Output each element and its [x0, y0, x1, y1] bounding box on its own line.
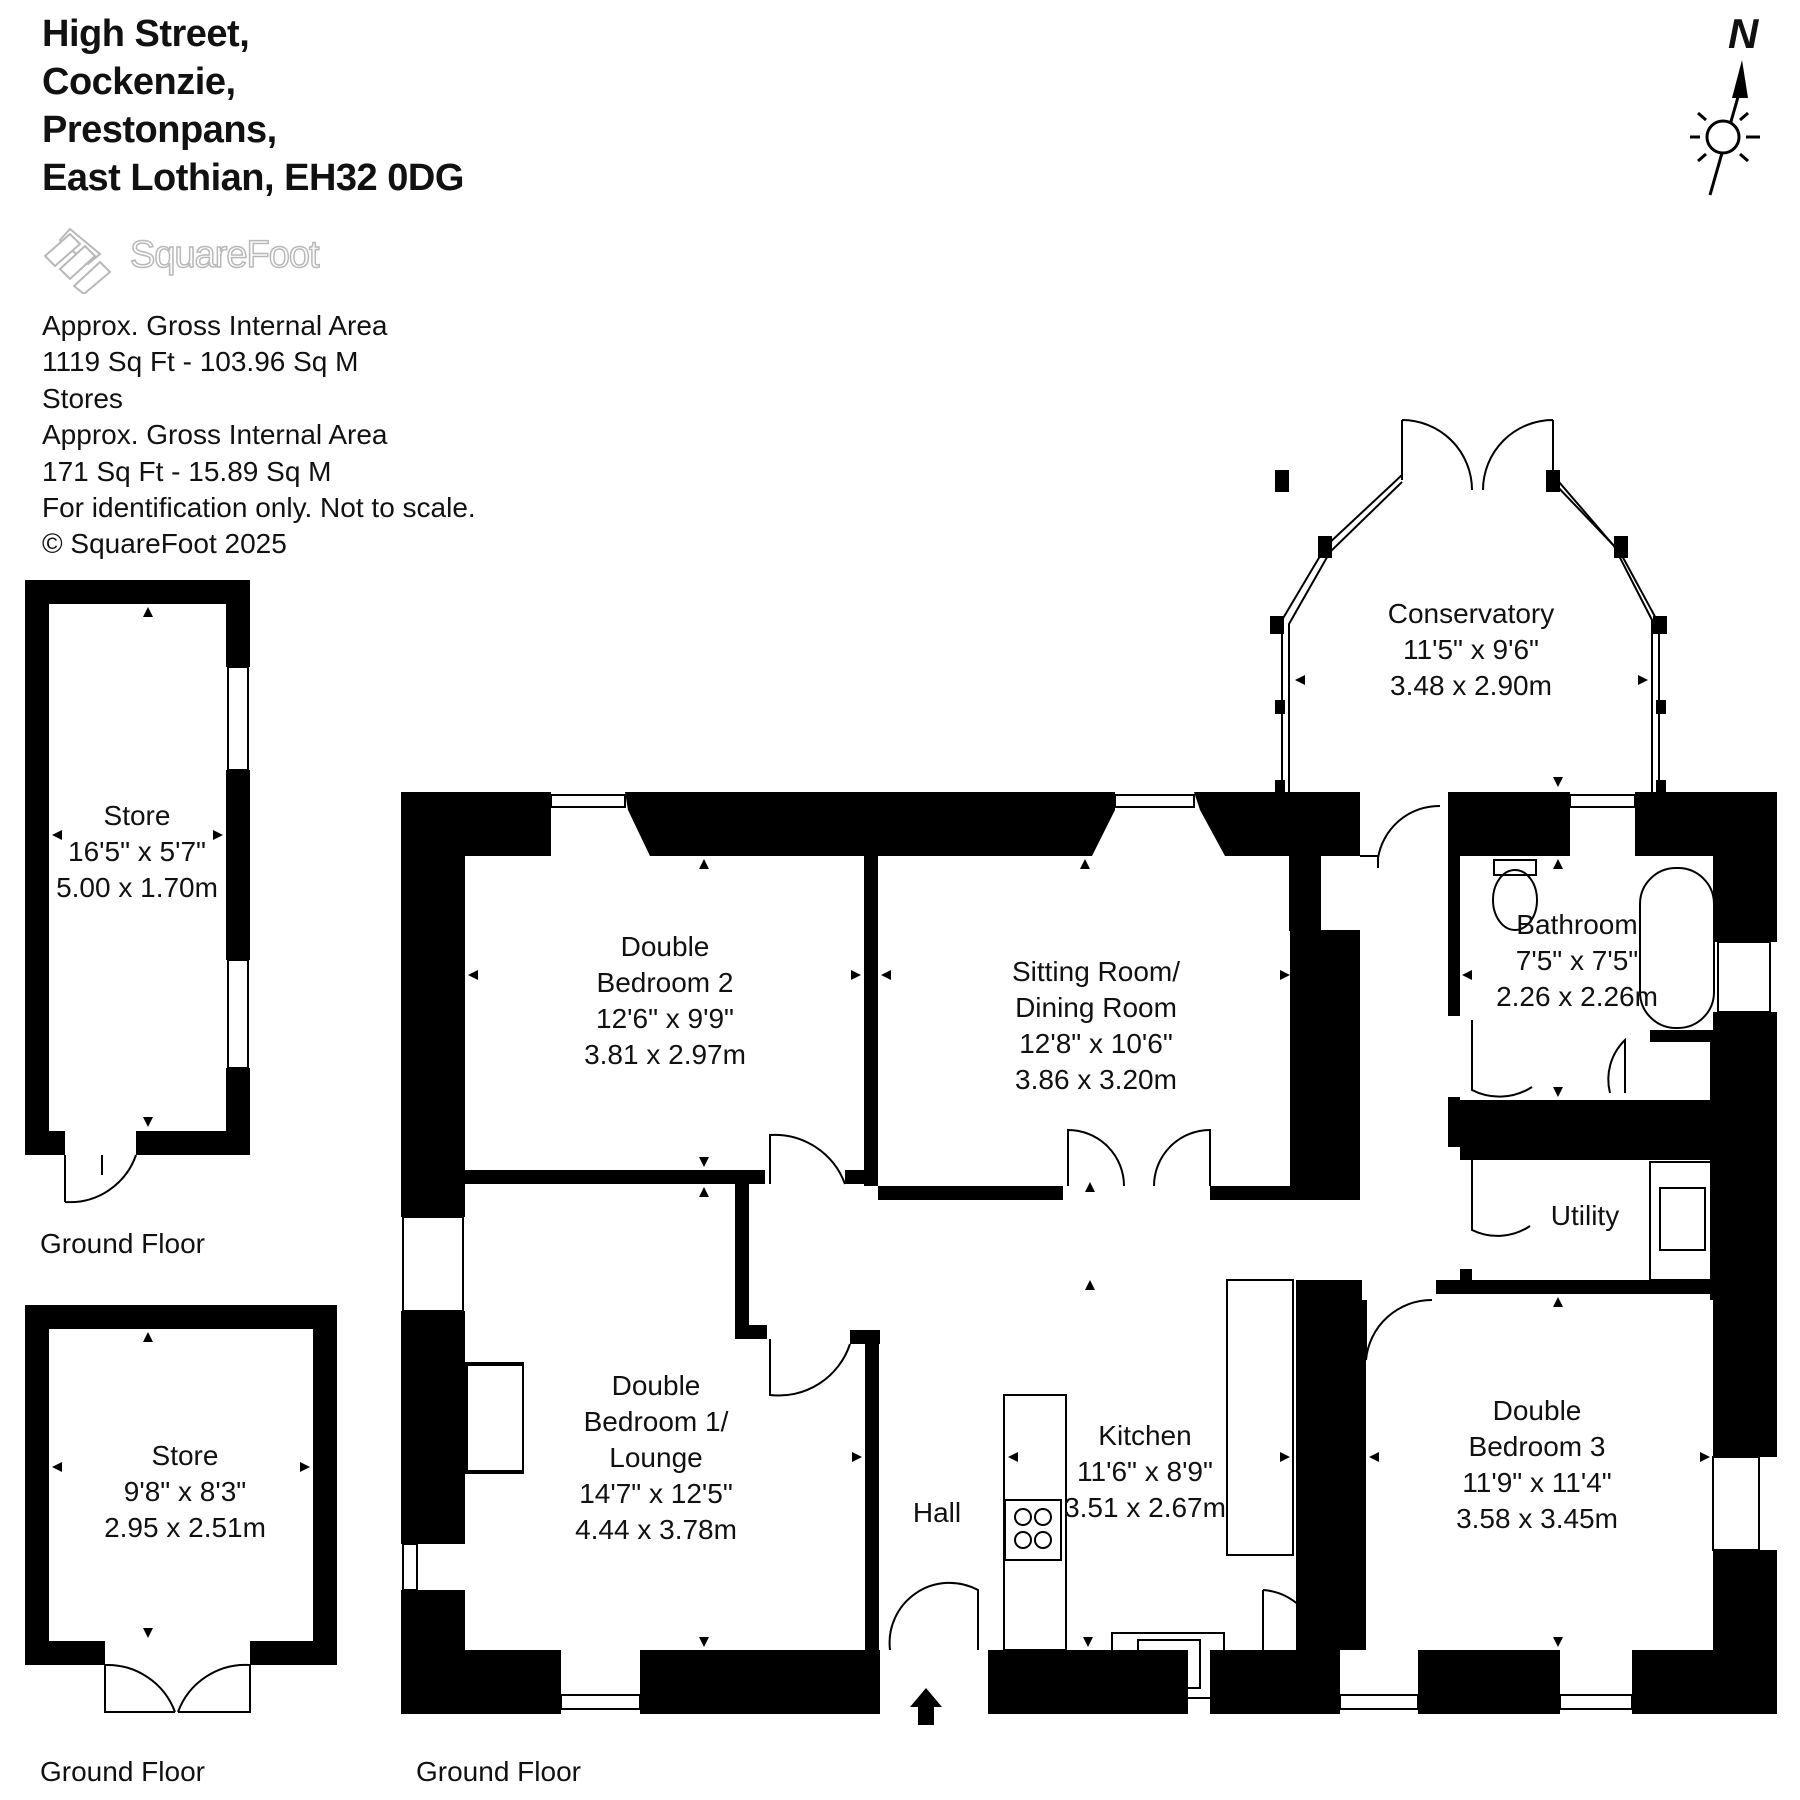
room-name-line-1: Double [620, 931, 710, 962]
address-line-4: East Lothian, EH32 0DG [42, 157, 464, 199]
area-info-line-7: © SquareFoot 2025 [42, 528, 287, 560]
logo-text: SquareFoot [129, 233, 320, 277]
property-address: High Street, Cockenzie, Prestonpans, Eas… [42, 10, 464, 202]
room-size-imperial: 12'6" x 9'9" [596, 1003, 734, 1034]
store-1-walls [25, 580, 250, 1155]
area-info-line-2: 1119 Sq Ft - 103.96 Sq M [42, 346, 359, 378]
room-size-imperial: 11'9" x 11'4" [1462, 1467, 1612, 1498]
room-name-line-2: Bedroom 2 [596, 967, 734, 998]
address-line-3: Prestonpans, [42, 109, 277, 151]
address-line-2: Cockenzie, [42, 61, 236, 103]
room-label-hall: Hall [913, 1495, 961, 1531]
area-info-line-1: Approx. Gross Internal Area [42, 310, 388, 341]
address-line-1: High Street, [42, 13, 250, 55]
room-name-line-3: Lounge [609, 1442, 703, 1473]
floor-label-store-2: Ground Floor [40, 1756, 205, 1787]
room-size-imperial: 11'6" x 8'9" [1077, 1456, 1213, 1487]
room-name: Utility [1550, 1200, 1620, 1231]
room-name-line-1: Double [611, 1370, 701, 1401]
room-label-double-bedroom-2: Double Bedroom 2 12'6" x 9'9" 3.81 x 2.9… [584, 929, 746, 1073]
main-walls [401, 792, 1777, 1714]
entrance-arrow-icon [918, 1707, 934, 1725]
area-info: Approx. Gross Internal Area 1119 Sq Ft -… [42, 308, 476, 563]
room-size-metric: 3.81 x 2.97m [584, 1039, 746, 1070]
room-size-metric: 3.86 x 3.20m [1015, 1064, 1177, 1095]
room-size-imperial: 16'5" x 5'7" [68, 836, 206, 867]
room-name-line-1: Sitting Room/ [1011, 956, 1181, 987]
room-label-store-1: Store 16'5" x 5'7" 5.00 x 1.70m [56, 798, 218, 906]
area-info-line-3: Stores [42, 382, 123, 414]
room-label-sitting-dining-room: Sitting Room/ Dining Room 12'8" x 10'6" … [1012, 954, 1180, 1098]
room-label-conservatory: Conservatory 11'5" x 9'6" 3.48 x 2.90m [1388, 596, 1555, 704]
area-info-line-4: Approx. Gross Internal Area [42, 419, 388, 451]
room-name: Store [151, 1440, 219, 1471]
floor-label-store-1: Ground Floor [40, 1228, 205, 1259]
room-label-store-2: Store 9'8" x 8'3" 2.95 x 2.51m [104, 1438, 266, 1546]
area-info-line-5: 171 Sq Ft - 15.89 Sq M [42, 455, 332, 487]
room-name: Kitchen [1098, 1420, 1192, 1451]
room-label-bathroom: Bathroom 7'5" x 7'5" 2.26 x 2.26m [1496, 907, 1658, 1015]
room-size-metric: 2.95 x 2.51m [104, 1512, 266, 1543]
squarefoot-logo-icon [43, 227, 112, 294]
room-size-metric: 3.51 x 2.67m [1064, 1492, 1226, 1523]
dimension-markers [52, 607, 1710, 1647]
room-size-metric: 3.58 x 3.45m [1456, 1503, 1618, 1534]
room-name: Store [103, 800, 171, 831]
room-size-imperial: 12'8" x 10'6" [1019, 1028, 1173, 1059]
room-size-imperial: 7'5" x 7'5" [1515, 945, 1639, 976]
room-name-line-2: Dining Room [1015, 992, 1177, 1023]
room-size-metric: 3.48 x 2.90m [1390, 670, 1552, 701]
room-name: Hall [912, 1497, 962, 1528]
room-name-line-2: Bedroom 1/ [583, 1406, 729, 1437]
room-size-imperial: 14'7" x 12'5" [579, 1478, 733, 1509]
room-size-metric: 5.00 x 1.70m [56, 872, 218, 903]
room-size-metric: 4.44 x 3.78m [575, 1514, 737, 1545]
room-label-kitchen: Kitchen 11'6" x 8'9" 3.51 x 2.67m [1064, 1418, 1226, 1526]
room-label-double-bedroom-1-lounge: Double Bedroom 1/ Lounge 14'7" x 12'5" 4… [575, 1368, 737, 1548]
room-size-imperial: 9'8" x 8'3" [123, 1476, 247, 1507]
room-size-imperial: 11'5" x 9'6" [1403, 634, 1539, 665]
room-name: Conservatory [1387, 598, 1555, 629]
squarefoot-logo: SquareFoot [40, 224, 360, 294]
compass: N [1660, 10, 1770, 210]
store-2-walls [25, 1305, 337, 1665]
room-label-utility: Utility [1551, 1198, 1619, 1234]
room-label-double-bedroom-3: Double Bedroom 3 11'9" x 11'4" 3.58 x 3.… [1456, 1393, 1618, 1537]
room-name: Bathroom [1516, 909, 1638, 940]
floor-label-main: Ground Floor [416, 1756, 581, 1787]
north-arrow-sun-icon [1690, 60, 1760, 196]
room-name-line-1: Double [1492, 1395, 1582, 1426]
room-size-metric: 2.26 x 2.26m [1496, 981, 1658, 1012]
room-name-line-2: Bedroom 3 [1468, 1431, 1606, 1462]
area-info-line-6: For identification only. Not to scale. [42, 492, 476, 524]
compass-north-label: N [1728, 10, 1759, 57]
